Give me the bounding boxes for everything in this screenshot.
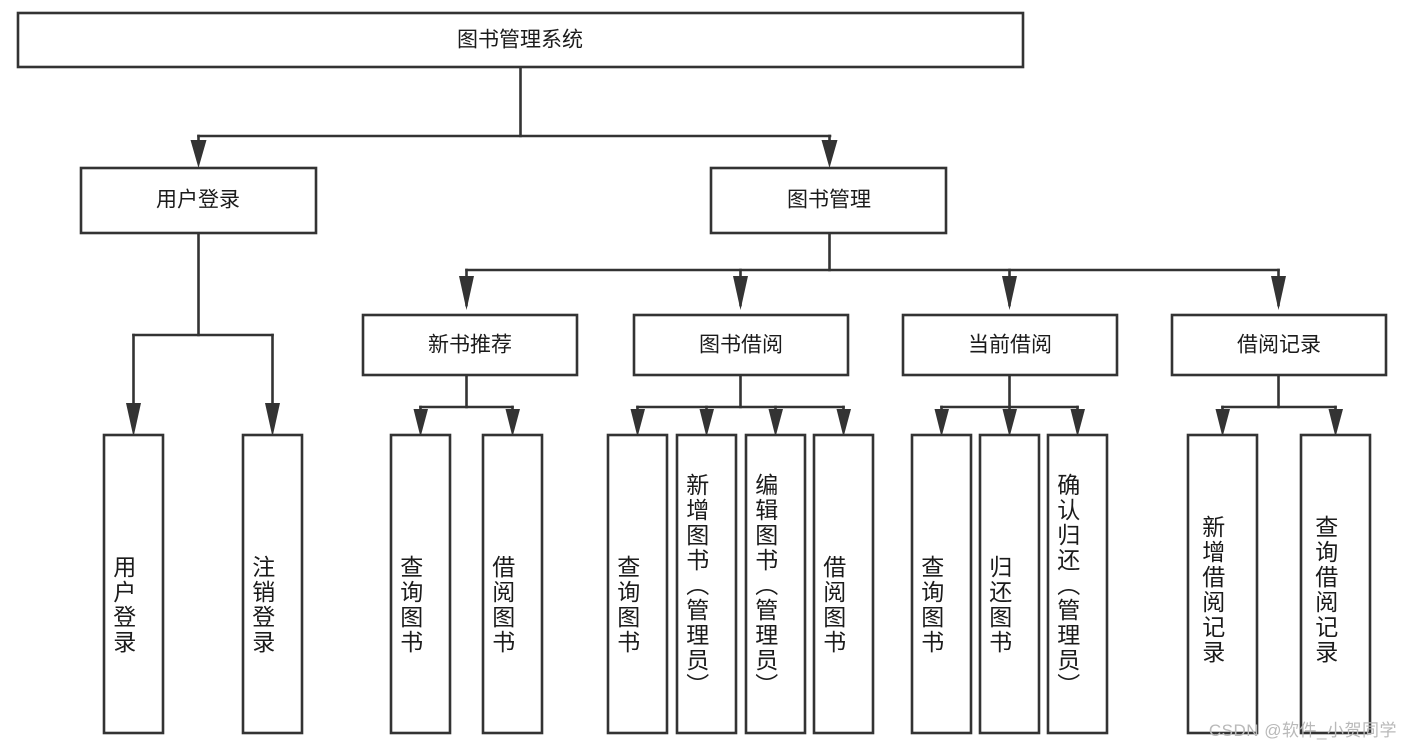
leaf-box-cb-2[interactable]: [978, 433, 1041, 735]
node-label-current-borrow: 当前借阅: [968, 334, 1052, 357]
arrow-head-nb-leaf2: [505, 409, 520, 437]
leaf-box-bb-4[interactable]: [812, 433, 875, 735]
node-label-book-manage: 图书管理: [787, 189, 871, 212]
arrow-head-cb-leaf1: [934, 409, 949, 437]
arrow-head-bb-leaf2: [699, 409, 714, 437]
leaf-box-ul-2[interactable]: [241, 433, 304, 735]
arrow-head-current-borrow: [1002, 276, 1017, 310]
arrow-head-bb-leaf3: [768, 409, 783, 437]
leaf-box-bb-1[interactable]: [606, 433, 669, 735]
node-label-user-login: 用户登录: [156, 189, 240, 212]
leaf-box-nb-1[interactable]: [389, 433, 452, 735]
leaf-box-bb-3[interactable]: [744, 433, 807, 735]
node-box-user-login[interactable]: [79, 166, 318, 235]
arrow-head-br-leaf1: [1215, 409, 1230, 437]
node-label-borrow-book: 图书借阅: [699, 334, 783, 357]
node-box-book-manage[interactable]: [709, 166, 948, 235]
arrow-heads: [126, 140, 1343, 437]
page-title: 图书管理系统: [457, 29, 583, 52]
watermark: CSDN @软件_小贺同学: [1208, 721, 1397, 740]
node-label-new-book: 新书推荐: [428, 334, 512, 357]
arrow-head-ul-leaf1: [126, 403, 141, 437]
arrow-head-book-manage: [821, 140, 838, 168]
leaf-box-cb-1[interactable]: [910, 433, 973, 735]
leaf-box-bb-2[interactable]: [675, 433, 738, 735]
node-boxes: [16, 11, 1388, 735]
arrow-head-bb-leaf1: [630, 409, 645, 437]
node-box-borrow-book[interactable]: [632, 313, 850, 377]
leaf-box-nb-2[interactable]: [481, 433, 544, 735]
arrow-head-ul-leaf2: [265, 403, 280, 437]
arrow-head-cb-leaf2: [1002, 409, 1017, 437]
node-box-current-borrow[interactable]: [901, 313, 1119, 377]
arrow-head-cb-leaf3: [1070, 409, 1085, 437]
arrow-head-bb-leaf4: [836, 409, 851, 437]
node-labels: 图书管理系统 用户登录 图书管理 新书推荐 图书借阅 当前借阅 借阅记录: [156, 29, 1321, 357]
node-label-borrow-record: 借阅记录: [1237, 334, 1321, 357]
leaf-box-ul-1[interactable]: [102, 433, 165, 735]
leaf-box-br-2[interactable]: [1299, 433, 1372, 735]
arrow-head-user-login: [190, 140, 207, 168]
arrow-head-br-leaf2: [1328, 409, 1343, 437]
arrow-head-new-book: [459, 276, 474, 310]
node-box-borrow-record[interactable]: [1170, 313, 1388, 377]
arrow-head-borrow-record: [1271, 276, 1286, 310]
node-box-new-book[interactable]: [361, 313, 579, 377]
arrow-head-borrow-book: [733, 276, 748, 310]
node-box-root[interactable]: [16, 11, 1025, 69]
leaf-box-cb-3[interactable]: [1046, 433, 1109, 735]
arrow-head-nb-leaf1: [413, 409, 428, 437]
leaf-box-br-1[interactable]: [1186, 433, 1259, 735]
